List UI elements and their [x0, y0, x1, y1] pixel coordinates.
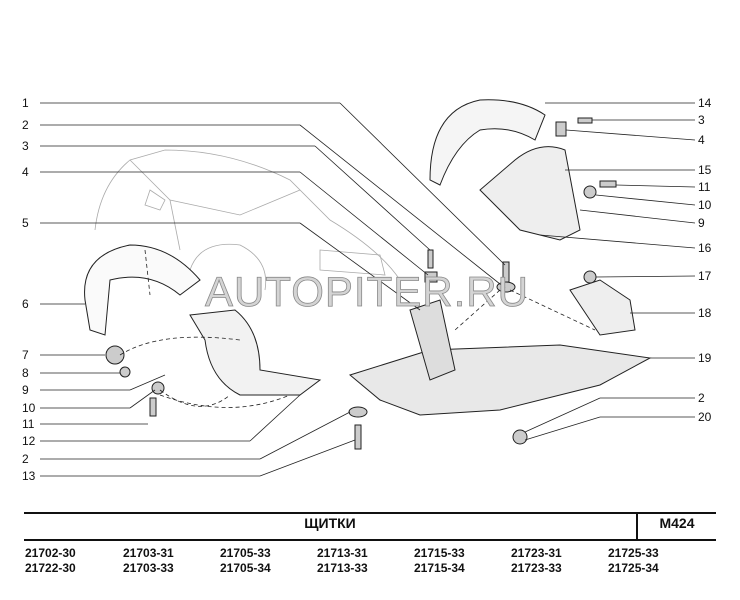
callout-label: 20	[698, 410, 712, 424]
callout-label: 4	[698, 133, 705, 147]
callout-label: 5	[22, 216, 29, 230]
callout-label: 12	[22, 434, 36, 448]
model-number: 21715-34	[414, 561, 465, 575]
model-number: 21723-31	[511, 546, 562, 560]
front-fender-liner-rear-right	[479, 146, 581, 241]
front-fender-liner-rear-left	[189, 309, 322, 396]
model-number: 21705-34	[220, 561, 271, 575]
front-fender-liner-left	[84, 244, 201, 336]
footer-divider	[636, 513, 638, 540]
callout-label: 11	[22, 417, 35, 431]
callout-label: 2	[698, 391, 705, 405]
engine-splash-shield	[348, 344, 652, 416]
mudflap	[569, 279, 636, 336]
model-number: 21725-33	[608, 546, 659, 560]
footer-bottom-rule	[24, 539, 716, 541]
model-number: 21713-33	[317, 561, 368, 575]
splash-shield-bracket	[409, 299, 456, 381]
model-number: 21705-33	[220, 546, 271, 560]
model-number: 21702-30	[25, 546, 76, 560]
callout-label: 4	[22, 165, 29, 179]
callout-label: 6	[22, 297, 29, 311]
footer-top-rule	[24, 512, 716, 514]
fasteners	[105, 117, 617, 450]
model-number: 21715-33	[414, 546, 465, 560]
callout-label: 17	[698, 269, 712, 283]
model-number: 21703-31	[123, 546, 174, 560]
callout-label: 16	[698, 241, 712, 255]
model-number: 21703-33	[123, 561, 174, 575]
callout-label: 9	[22, 383, 29, 397]
dashed-assembly-lines	[119, 249, 596, 408]
callout-label: 1	[22, 96, 29, 110]
callout-label: 10	[698, 198, 712, 212]
callout-label: 19	[698, 351, 712, 365]
callout-label: 7	[22, 348, 29, 362]
watermark: AUTOPITER.RU	[205, 268, 529, 316]
callout-label: 3	[22, 139, 29, 153]
callout-label: 2	[22, 452, 29, 466]
leader-lines	[40, 102, 696, 477]
callout-label: 15	[698, 163, 712, 177]
callout-label: 10	[22, 401, 36, 415]
callout-label: 8	[22, 366, 29, 380]
model-number: 21713-31	[317, 546, 368, 560]
car-outline	[94, 149, 401, 300]
callout-label: 2	[22, 118, 29, 132]
section-title: ЩИТКИ	[304, 515, 356, 531]
callout-label: 14	[698, 96, 712, 110]
model-number: 21722-30	[25, 561, 76, 575]
callout-label: 11	[698, 180, 711, 194]
front-fender-liner-right	[429, 99, 546, 186]
callout-label: 13	[22, 469, 36, 483]
callout-label: 18	[698, 306, 712, 320]
callout-label: 3	[698, 113, 705, 127]
model-number: 21723-33	[511, 561, 562, 575]
callout-label: 9	[698, 216, 705, 230]
section-code: М424	[659, 515, 695, 531]
model-number: 21725-34	[608, 561, 659, 575]
